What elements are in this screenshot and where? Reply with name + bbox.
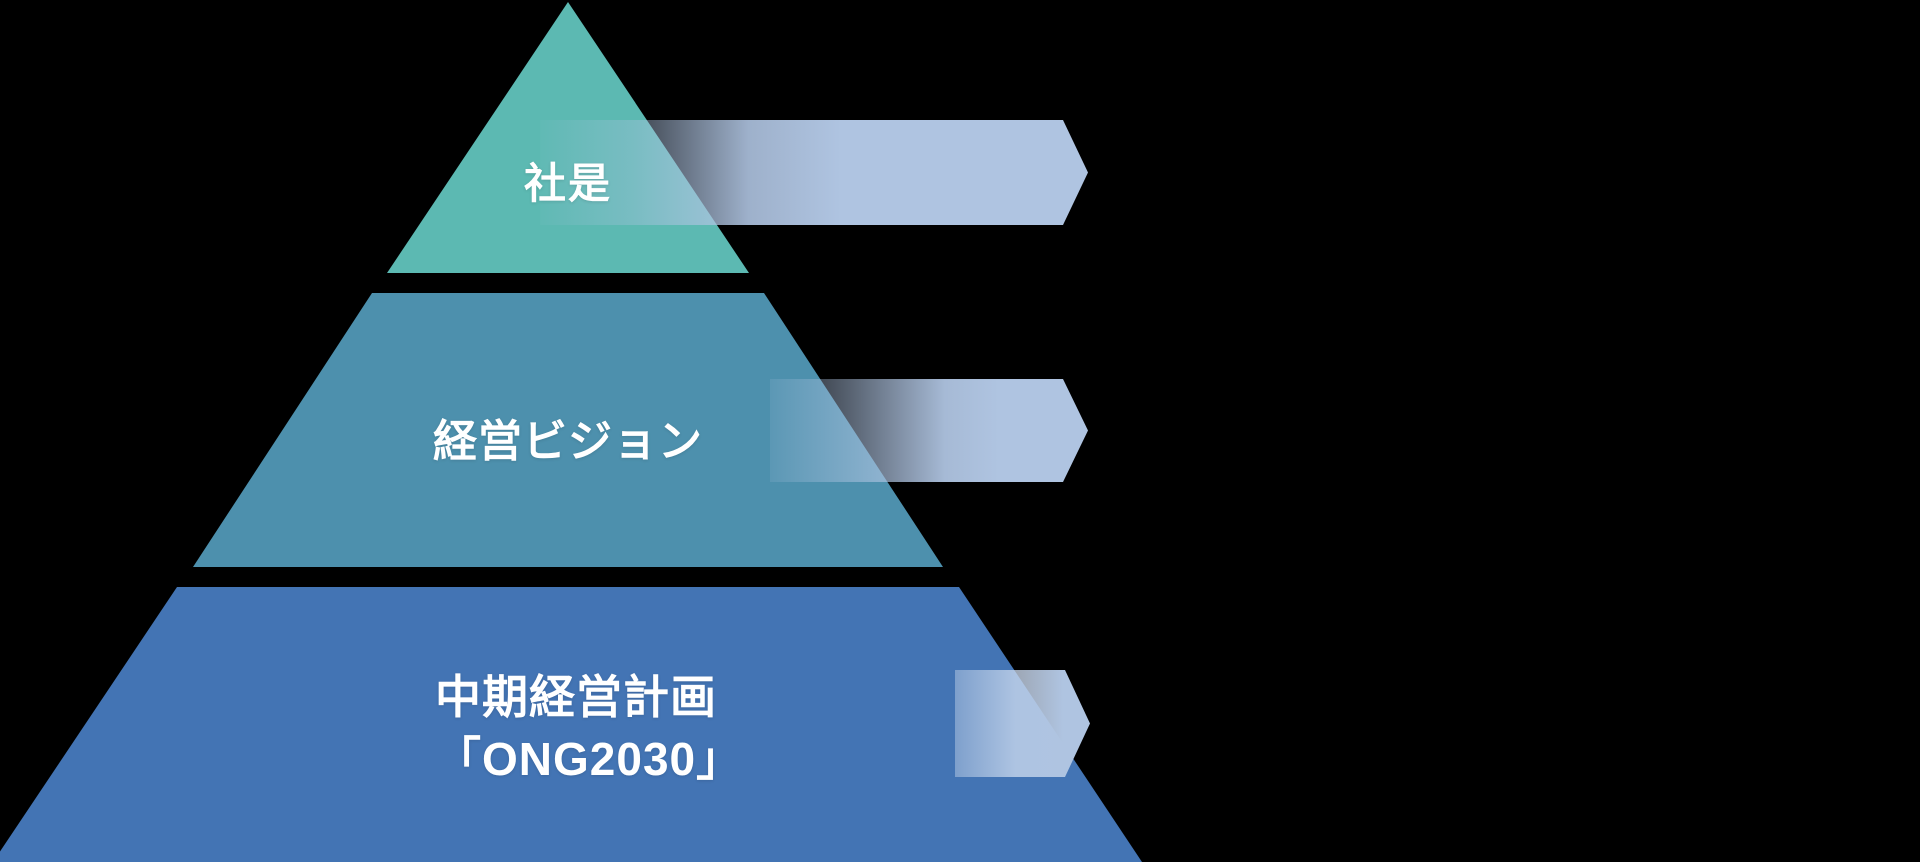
tier3-label: 中期経営計画 「ONG2030」 [435,666,995,790]
arrow-right-icon-tier1 [540,120,1088,225]
tier1-label: 社是 [523,160,612,207]
tier3-label-line1: 中期経営計画 [435,671,717,723]
tier3-label-line2: 「ONG2030」 [435,733,744,785]
pyramid-tier-midterm-plan [0,587,1142,862]
arrow-right-icon-tier3 [955,670,1090,777]
arrow-right-icon-tier2 [770,379,1088,482]
tier2-label: 経営ビジョン [433,417,703,466]
